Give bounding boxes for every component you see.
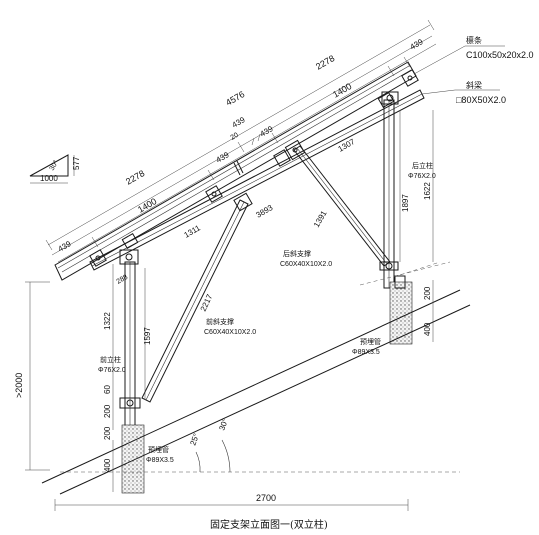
dim-gap: 20 <box>230 132 240 142</box>
dim-rear-200: 200 <box>423 286 432 300</box>
dim-upper-mid-left: 439 <box>231 115 248 130</box>
callout-front-post-spec: Φ76X2.0 <box>98 367 126 374</box>
callout-front-pile-name: 预埋管 <box>148 445 169 454</box>
callout-rear-pile-name: 预埋管 <box>360 337 381 346</box>
rear-pile-foundation <box>389 281 413 345</box>
dim-lower-half: 2278 <box>124 168 146 187</box>
dim-60: 60 <box>103 385 112 394</box>
slope-rise: 577 <box>72 156 81 170</box>
ground-angle: 25° <box>188 432 201 446</box>
ground-line-upper <box>41 289 461 484</box>
callout-purlin-name: 檩条 <box>466 35 482 45</box>
dim-front-200a: 200 <box>103 404 112 418</box>
callout-front-post-name: 前立柱 <box>100 355 121 364</box>
callout-rear-pile-spec: Φ89X3.5 <box>352 349 380 356</box>
beam-clamps <box>89 69 419 267</box>
callout-beam-name: 斜梁 <box>466 80 482 90</box>
dimension-chains <box>45 19 437 263</box>
dim-front-400: 400 <box>103 458 112 472</box>
front-pile-foundation <box>121 424 145 494</box>
dim-3893: 3893 <box>255 203 275 220</box>
dim-1391: 1391 <box>312 209 329 229</box>
dim-front-200b: 200 <box>103 426 112 440</box>
dim-1597: 1597 <box>143 327 152 345</box>
dim-upper-1400: 1400 <box>331 81 353 100</box>
dim-lower-mid: 439 <box>215 150 232 165</box>
dim-front-brace-top: 1311 <box>183 223 203 240</box>
panel-angle: 30° <box>217 417 230 431</box>
callout-rear-brace-name: 后斜支撑 <box>283 249 311 258</box>
dim-upper-mid-right: 439 <box>259 124 276 139</box>
vertical-dimensions <box>25 110 434 511</box>
callout-rear-post-name: 后立柱 <box>412 161 433 170</box>
slope-run: 1000 <box>40 174 58 183</box>
dim-bottom-end: 439 <box>57 239 74 254</box>
dim-height-2000: >2000 <box>14 373 24 398</box>
dim-top-end: 439 <box>409 37 426 52</box>
callout-front-brace-name: 前斜支撑 <box>206 317 234 326</box>
callout-purlin-spec: C100x50x20x2.0 <box>466 50 534 60</box>
slope-indicator: 1000 577 30° <box>29 154 81 184</box>
ground-lines <box>41 261 471 495</box>
drawing-caption: 固定支架立面图一(双立柱) <box>210 518 328 531</box>
dim-1622: 1622 <box>423 182 432 200</box>
front-brace <box>141 199 249 403</box>
callout-front-brace-spec: C60X40X10X2.0 <box>204 329 256 336</box>
dim-total-length: 4576 <box>224 89 246 108</box>
dim-span-2700: 2700 <box>256 493 276 503</box>
callout-front-pile-spec: Φ89X3.5 <box>146 457 174 464</box>
rear-brace <box>293 145 391 267</box>
ground-line-lower <box>59 304 471 495</box>
rear-post <box>379 91 413 345</box>
dim-1897: 1897 <box>401 194 410 212</box>
callout-rear-post-spec: Φ76X2.0 <box>408 173 436 180</box>
dim-2217: 2217 <box>199 292 215 312</box>
dim-upper-half: 2278 <box>314 53 336 72</box>
inclined-beam <box>89 89 425 271</box>
callout-rear-brace-spec: C60X40X10X2.0 <box>280 261 332 268</box>
front-post <box>119 249 145 494</box>
dim-rear-brace: 1307 <box>337 137 357 154</box>
dim-1322: 1322 <box>103 312 112 330</box>
dim-rear-400: 400 <box>423 322 432 336</box>
callout-beam-spec: □80X50X2.0 <box>456 95 506 105</box>
dim-288: 288 <box>116 274 130 286</box>
